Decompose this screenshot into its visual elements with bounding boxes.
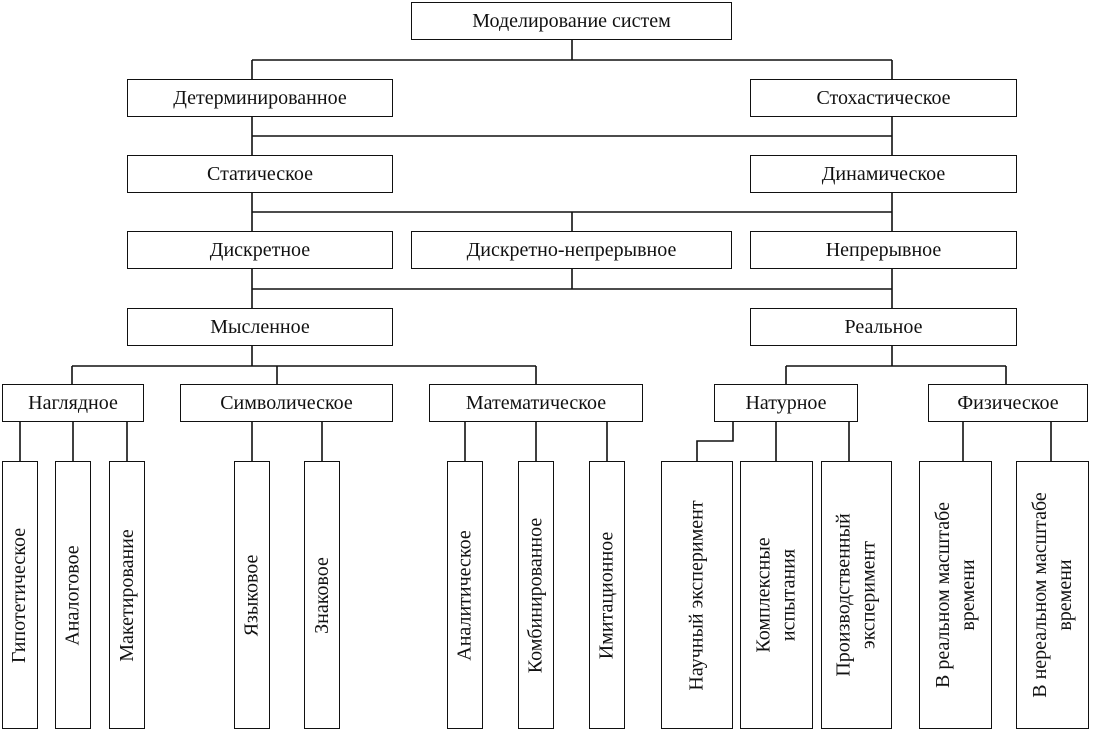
node-dynamic: Динамическое [750,155,1017,193]
leaf-label: Производственный эксперимент [832,513,882,676]
leaf-label-line-1: Производственный [832,513,855,677]
node-label: Математическое [465,391,607,414]
leaf-analog: Аналоговое [55,461,91,729]
leaf-label: Аналоговое [61,544,84,646]
node-deterministic: Детерминированное [127,79,393,117]
leaf-label: Имитационное [595,531,618,659]
node-visual: Наглядное [2,384,144,422]
leaf-label-line-2: испытания [777,548,800,642]
leaf-label: Гипотетическое [8,527,31,663]
leaf-label: Аналитическое [453,529,476,661]
node-label: Реальное [844,315,923,338]
node-label: Стохастическое [816,86,951,109]
node-stochastic: Стохастическое [750,79,1017,117]
node-label: Символическое [220,391,353,414]
node-label: Дискретное [209,238,311,261]
leaf-label-line-1: Комплексные [752,537,775,653]
leaf-mockup: Макетирование [109,461,145,729]
node-label: Физическое [957,391,1059,414]
leaf-language: Языковое [234,461,270,729]
node-label: Статическое [207,162,313,185]
node-mental: Мысленное [127,308,393,346]
leaf-label-line-1: В реальном масштабе [931,502,954,688]
leaf-scientific-experiment: Научный эксперимент [661,461,733,729]
node-static: Статическое [127,155,393,193]
node-label: Детерминированное [173,86,347,109]
node-label: Дискретно-непрерывное [466,238,677,261]
leaf-sign: Знаковое [304,461,340,729]
leaf-non-real-time-scale: В нереальном масштабе времени [1016,461,1089,729]
node-label: Динамическое [821,162,946,185]
leaf-complex-tests: Комплексные испытания [740,461,813,729]
node-label: Моделирование систем [472,9,671,32]
leaf-label-line-2: времени [956,559,979,631]
node-discrete-continuous: Дискретно-непрерывное [411,231,732,269]
node-real: Реальное [750,308,1017,346]
leaf-label: В реальном масштабе времени [931,502,981,688]
leaf-label: Макетирование [115,528,138,662]
leaf-combined: Комбинированное [518,461,554,729]
leaf-label: Научный эксперимент [685,499,708,691]
leaf-label: Комбинированное [524,517,547,673]
leaf-label: В нереальном масштабе времени [1028,492,1078,698]
node-full-scale: Натурное [714,384,858,422]
node-modeling-systems: Моделирование систем [411,2,732,40]
leaf-label: Языковое [240,554,263,636]
leaf-simulation: Имитационное [589,461,625,729]
node-label: Натурное [745,391,827,414]
node-label: Непрерывное [825,238,942,261]
leaf-hypothetical: Гипотетическое [2,461,38,729]
leaf-analytical: Аналитическое [447,461,483,729]
node-label: Наглядное [28,391,118,414]
node-mathematical: Математическое [429,384,643,422]
node-continuous: Непрерывное [750,231,1017,269]
leaf-production-experiment: Производственный эксперимент [821,461,892,729]
leaf-label: Знаковое [310,556,333,634]
node-label: Мысленное [210,315,310,338]
leaf-real-time-scale: В реальном масштабе времени [919,461,992,729]
leaf-label-line-2: эксперимент [857,541,880,649]
node-discrete: Дискретное [127,231,393,269]
leaf-label-line-2: времени [1053,559,1076,631]
leaf-label-line-1: В нереальном масштабе [1028,492,1051,698]
node-physical: Физическое [928,384,1088,422]
node-symbolic: Символическое [180,384,393,422]
leaf-label: Комплексные испытания [752,537,802,652]
